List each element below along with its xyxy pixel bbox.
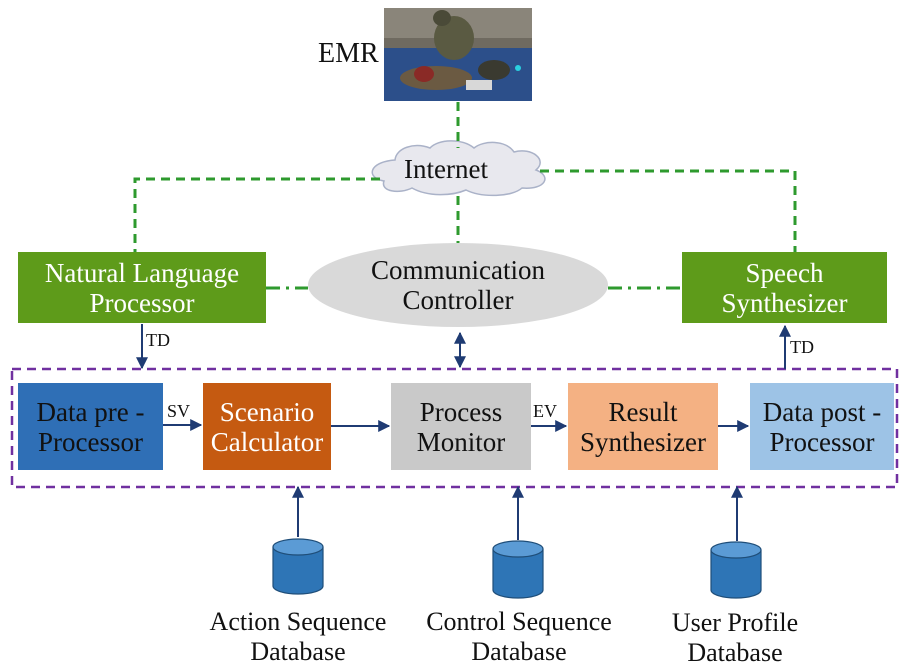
user-profile-database-icon xyxy=(710,541,762,599)
db0-line1: Action Sequence xyxy=(209,607,387,636)
db1-line1: Control Sequence xyxy=(426,607,612,636)
post-line2: Processor xyxy=(769,426,875,457)
data-preprocessor-box: Data pre - Processor xyxy=(18,383,163,470)
td-label-left: TD xyxy=(146,330,170,350)
internet-label: Internet xyxy=(404,154,488,184)
communication-controller-shape xyxy=(308,243,608,327)
communication-controller-box: Communication Controller xyxy=(308,243,608,327)
scen-line2: Calculator xyxy=(210,426,324,457)
pre-line1: Data pre - xyxy=(36,396,145,427)
result-line2: Synthesizer xyxy=(580,426,706,457)
process-monitor-box: Process Monitor xyxy=(391,383,531,470)
user-profile-database-label: User Profile Database xyxy=(655,606,815,670)
internet-nlp-link xyxy=(133,177,380,252)
ev-label: EV xyxy=(533,401,557,421)
td-label-right: TD xyxy=(790,337,814,357)
data-flow-arrows xyxy=(136,324,791,541)
pre-line2: Processor xyxy=(38,426,143,457)
speech-line1: Speech xyxy=(745,257,824,288)
control-sequence-database-label: Control Sequence Database xyxy=(414,605,624,669)
medic-training-photo xyxy=(384,8,532,101)
data-postprocessor-box: Data post - Processor xyxy=(750,383,894,470)
result-synthesizer-box: Result Synthesizer xyxy=(568,383,718,470)
internet-speech-link xyxy=(540,169,797,252)
db0-line2: Database xyxy=(250,637,346,666)
sv-label: SV xyxy=(167,401,191,421)
post-line1: Data post - xyxy=(762,396,882,427)
speech-line2: Synthesizer xyxy=(721,287,848,318)
control-sequence-database-icon xyxy=(492,540,544,599)
emr-label: EMR xyxy=(318,38,379,69)
db2-line1: User Profile xyxy=(671,608,799,637)
proc-line1: Process xyxy=(419,396,503,427)
internet-cloud-shape xyxy=(371,140,546,197)
comm-line1: Communication xyxy=(371,255,545,285)
db2-line2: Database xyxy=(687,638,783,667)
processing-boundary xyxy=(10,367,899,489)
natural-language-processor-box: Natural Language Processor xyxy=(18,252,266,323)
scenario-calculator-box: Scenario Calculator xyxy=(203,383,331,470)
nlp-line1: Natural Language xyxy=(44,257,240,288)
nlp-line2: Processor xyxy=(89,287,195,318)
comm-line2: Controller xyxy=(402,285,514,315)
result-line1: Result xyxy=(608,396,678,427)
speech-synthesizer-box: Speech Synthesizer xyxy=(682,252,887,323)
proc-line2: Monitor xyxy=(416,426,506,457)
scen-line1: Scenario xyxy=(219,396,315,427)
db1-line2: Database xyxy=(471,637,567,666)
action-sequence-database-label: Action Sequence Database xyxy=(198,605,398,669)
action-sequence-database-icon xyxy=(272,538,324,595)
internet-links xyxy=(133,102,797,252)
